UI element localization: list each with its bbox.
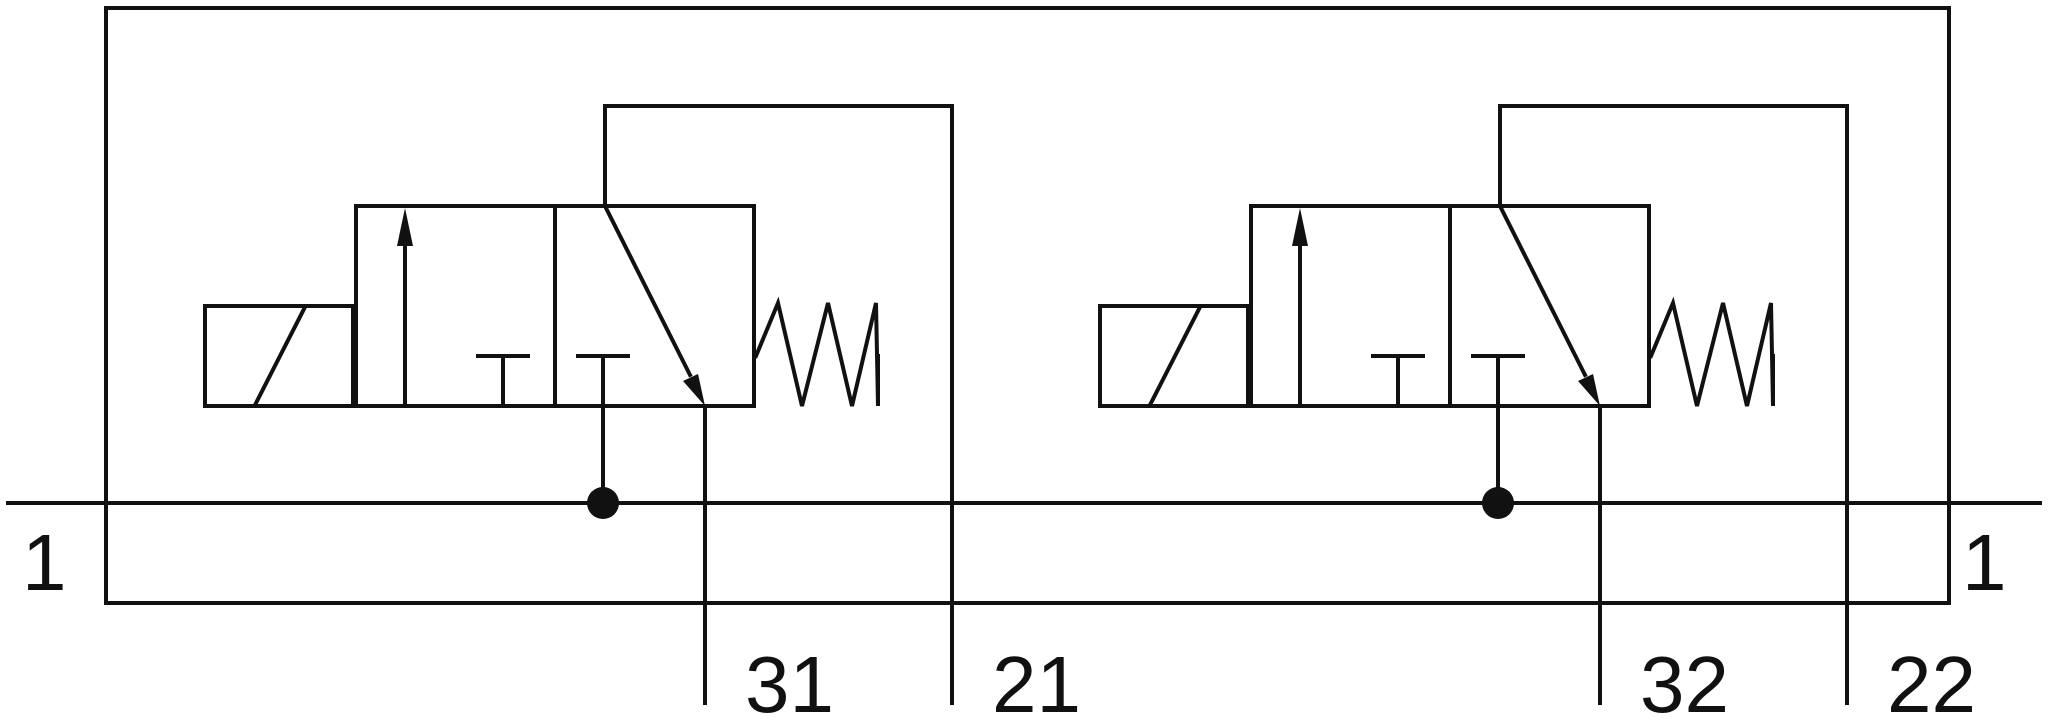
spring-return-icon — [1648, 296, 1775, 407]
output-line — [1498, 104, 1849, 705]
valve-1 — [203, 104, 954, 705]
junction-dot — [1482, 487, 1514, 519]
solenoid-actuator-icon — [1098, 304, 1250, 408]
junction-dot — [587, 487, 619, 519]
housing-outline — [104, 6, 1951, 605]
port-label-supply-left: 1 — [22, 518, 67, 607]
blocked-port-icon — [476, 354, 530, 408]
blocked-port-icon — [1471, 354, 1525, 408]
port-label-21: 21 — [992, 640, 1081, 725]
port-label-22: 22 — [1887, 640, 1976, 725]
valve-2 — [1098, 104, 1849, 705]
flow-arrow-icon — [397, 208, 413, 408]
solenoid-actuator-icon — [203, 304, 355, 408]
spring-return-icon — [753, 296, 880, 407]
flow-arrow-icon — [602, 203, 705, 406]
port-label-31: 31 — [745, 640, 834, 725]
port-label-32: 32 — [1640, 640, 1729, 725]
output-line — [603, 104, 954, 705]
blocked-port-icon — [1371, 354, 1425, 408]
port-label-supply-right: 1 — [1962, 518, 2007, 607]
blocked-port-icon — [576, 354, 630, 408]
flow-arrow-icon — [1497, 203, 1600, 406]
flow-arrow-icon — [1292, 208, 1308, 408]
